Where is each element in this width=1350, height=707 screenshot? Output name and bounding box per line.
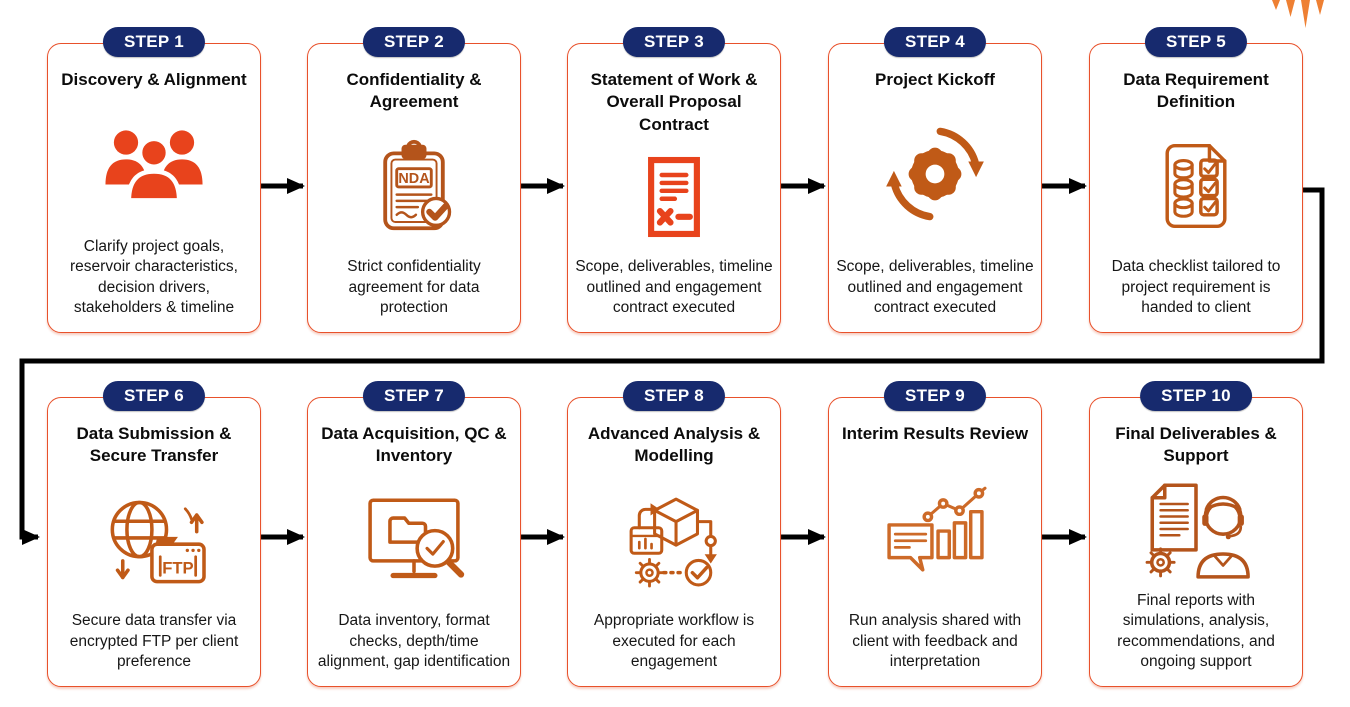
step-title: Interim Results Review — [841, 424, 1029, 443]
step-badge: STEP 7 — [362, 381, 466, 411]
step-description: Scope, deliverables, timeline outlined a… — [836, 258, 1034, 317]
step-card-3: STEP 3 Statement of Work & Overall Propo… — [567, 27, 781, 333]
step-description: Scope, deliverables, timeline outlined a… — [575, 258, 773, 317]
step-badge: STEP 10 — [1140, 381, 1252, 411]
step-badge: STEP 5 — [1144, 27, 1248, 57]
results-chart-icon — [875, 445, 995, 611]
data-qc-monitor-icon — [355, 468, 473, 611]
step-description: Secure data transfer via encrypted FTP p… — [69, 612, 239, 671]
step-title: Advanced Analysis & Modelling — [587, 424, 761, 466]
flow-arrow — [19, 178, 1325, 545]
step-card-6: STEP 6 Data Submission & Secure Transfer — [47, 381, 261, 687]
seismic-wavelet-logo-icon — [1272, 0, 1324, 28]
step-title: Statement of Work & Overall Proposal Con… — [590, 70, 758, 134]
step-description: Clarify project goals, reservoir charact… — [70, 237, 238, 317]
step-badge: STEP 9 — [883, 381, 987, 411]
step-card-1: STEP 1 Discovery & Alignment Clarify pro… — [47, 27, 261, 333]
step-description: Final reports with simulations, analysis… — [1117, 591, 1275, 671]
gear-cycle-icon — [883, 91, 987, 257]
ftp-transfer-icon: FTP — [95, 468, 213, 611]
contract-document-icon — [630, 136, 718, 257]
step-badge: STEP 8 — [622, 381, 726, 411]
report-support-icon — [1137, 468, 1255, 591]
svg-text:FTP: FTP — [162, 558, 193, 577]
people-group-icon — [98, 91, 210, 236]
svg-text:NDA: NDA — [398, 171, 430, 187]
step-badge: STEP 4 — [883, 27, 987, 57]
step-title: Data Requirement Definition — [1123, 70, 1269, 112]
step-description: Run analysis shared with client with fee… — [848, 612, 1022, 671]
step-title: Discovery & Alignment — [61, 70, 247, 89]
analysis-workflow-icon — [615, 468, 733, 611]
step-card-5: STEP 5 Data Requirement Definition — [1089, 27, 1303, 333]
step-card-8: STEP 8 — [567, 381, 781, 687]
step-card-10: STEP 10 Final Deliverables & Support — [1089, 381, 1303, 687]
step-title: Confidentiality & Agreement — [346, 70, 482, 112]
step-badge: STEP 6 — [102, 381, 206, 411]
step-card-2: STEP 2 Confidentiality & Agreement NDA — [307, 27, 521, 333]
step-title: Data Acquisition, QC & Inventory — [321, 424, 507, 466]
step-title: Project Kickoff — [875, 70, 995, 89]
step-title: Final Deliverables & Support — [1115, 424, 1277, 466]
step-badge: STEP 2 — [362, 27, 466, 57]
step-description: Data inventory, format checks, depth/tim… — [317, 612, 511, 671]
step-badge: STEP 3 — [622, 27, 726, 57]
step-title: Data Submission & Secure Transfer — [76, 424, 232, 466]
nda-clipboard-icon: NDA — [366, 114, 462, 257]
step-description: Appropriate workflow is executed for eac… — [593, 612, 755, 671]
step-card-4: STEP 4 Project Kickoff Scope, deliverabl… — [828, 27, 1042, 333]
data-checklist-icon — [1148, 114, 1244, 257]
step-description: Data checklist tailored to project requi… — [1111, 258, 1281, 317]
step-badge: STEP 1 — [102, 27, 206, 57]
step-card-9: STEP 9 Interim Results Review Run ana — [828, 381, 1042, 687]
step-description: Strict confidentiality agreement for dat… — [347, 258, 481, 317]
step-card-7: STEP 7 Data Acquisition, QC & Inventory … — [307, 381, 521, 687]
row-wrap-arrow — [19, 187, 1325, 545]
